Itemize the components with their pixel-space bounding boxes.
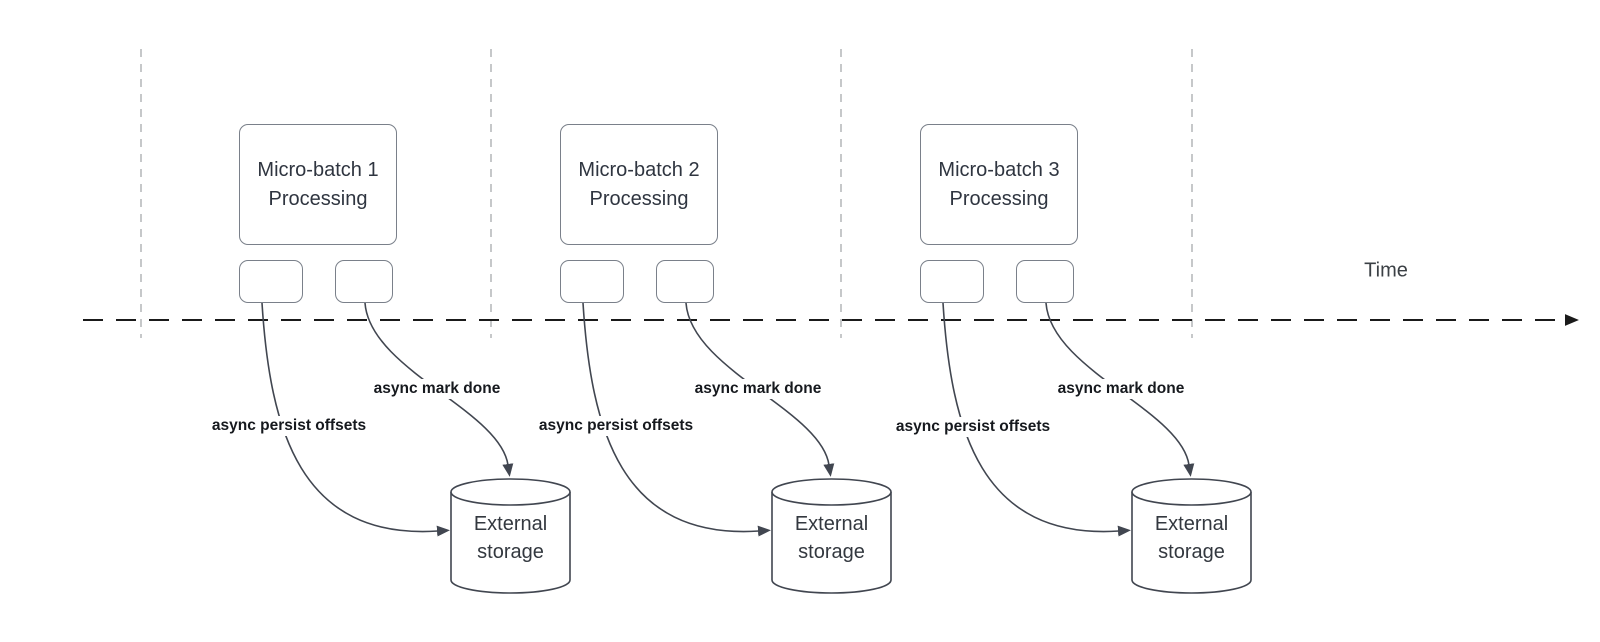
external-storage-label-1: External storage <box>473 513 548 563</box>
external-storage-label-3: External storage <box>1154 513 1229 563</box>
micro-batch-2-title: Micro-batch 2 <box>578 158 700 181</box>
micro-batch-3-title: Micro-batch 3 <box>938 158 1060 181</box>
persist-offsets-arrow <box>261 302 450 537</box>
mark-done-label-2: async mark done <box>689 379 827 399</box>
micro-batch-1-subtitle: Processing <box>268 187 368 210</box>
storage-cylinder-body <box>1131 492 1252 594</box>
storage-cylinder-top <box>1131 478 1252 506</box>
persist-offsets-label-3: async persist offsets <box>890 417 1056 437</box>
offset-task-box-2 <box>560 260 624 303</box>
persist-offsets-arrow <box>582 302 771 537</box>
mark-done-label-1: async mark done <box>368 379 506 399</box>
storage-cylinder-top <box>771 478 892 506</box>
offset-task-box-3 <box>920 260 984 303</box>
persist-offsets-label-2: async persist offsets <box>533 416 699 436</box>
persist-offsets-label-1: async persist offsets <box>206 416 372 436</box>
time-axis-label: Time <box>1364 259 1408 282</box>
commit-task-box-2 <box>656 260 714 303</box>
commit-task-box-3 <box>1016 260 1074 303</box>
batch-group-3 <box>942 302 1252 594</box>
micro-batch-3-box: Micro-batch 3 Processing <box>920 124 1078 245</box>
micro-batch-1-title: Micro-batch 1 <box>257 158 379 181</box>
mark-done-label-3: async mark done <box>1052 379 1190 399</box>
micro-batch-3-subtitle: Processing <box>949 187 1049 210</box>
external-storage-label-2: External storage <box>794 513 869 563</box>
micro-batch-2-subtitle: Processing <box>589 187 689 210</box>
persist-offsets-arrow <box>942 302 1131 537</box>
storage-cylinder-top <box>450 478 571 506</box>
storage-cylinder-body <box>450 492 571 594</box>
offset-task-box-1 <box>239 260 303 303</box>
micro-batch-1-box: Micro-batch 1 Processing <box>239 124 397 245</box>
storage-cylinder-body <box>771 492 892 594</box>
commit-task-box-1 <box>335 260 393 303</box>
micro-batch-2-box: Micro-batch 2 Processing <box>560 124 718 245</box>
